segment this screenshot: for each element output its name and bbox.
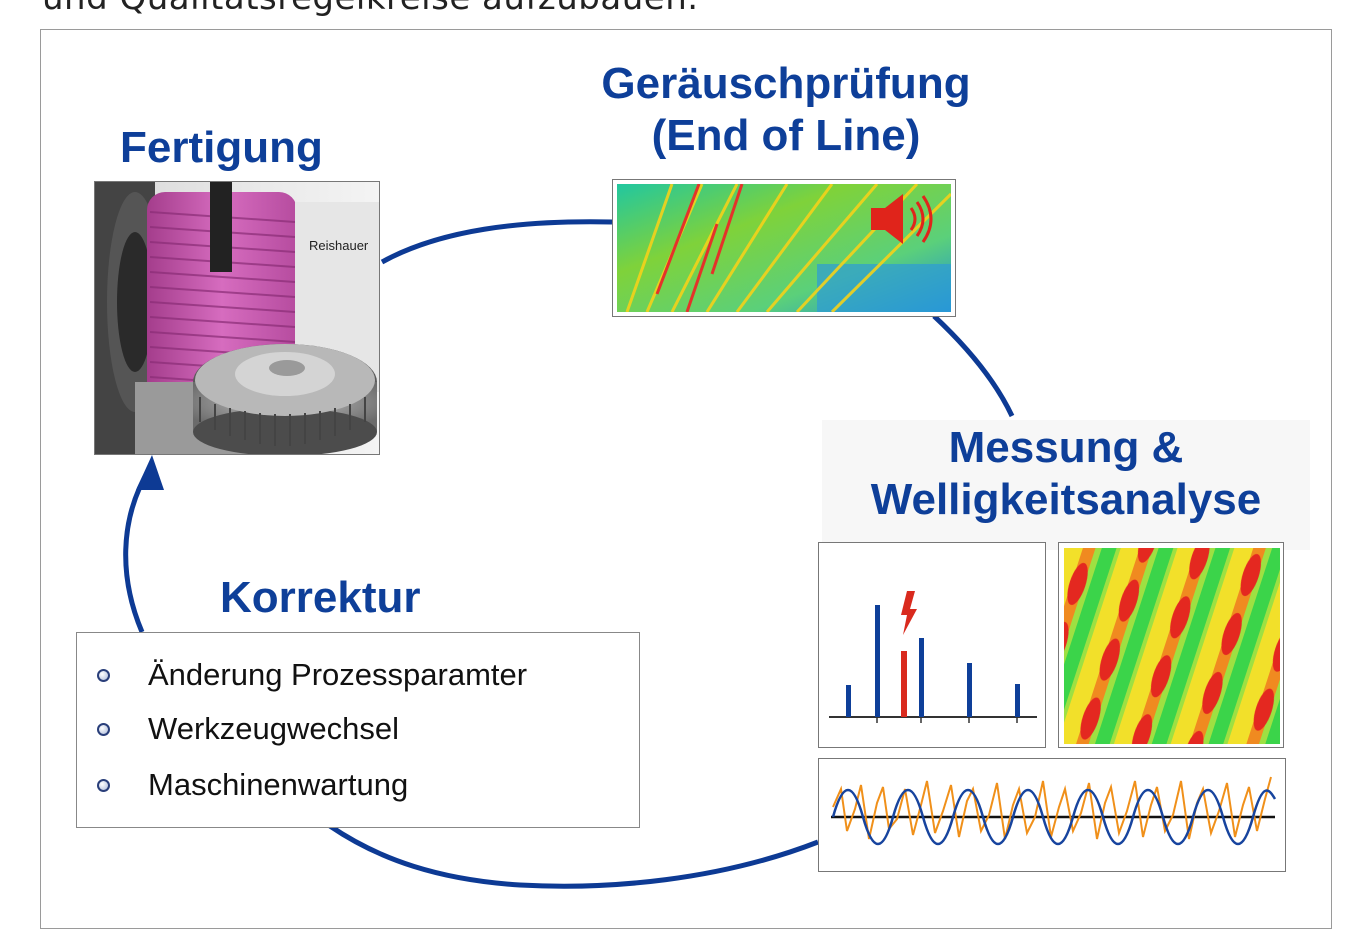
machine-label: Reishauer [309,238,369,253]
pruefung-title-line2: (End of Line) [651,110,921,160]
korrektur-item-1: Änderung Prozessparamter [148,657,528,692]
bullet-icon [97,668,110,682]
bullet-icon [97,778,110,792]
arrow-korrektur-to-fertigung [123,466,153,633]
waviness-heatmap [1058,542,1284,748]
bullet-icon [97,722,110,736]
arrow-messung-to-korrektur [328,823,819,889]
messung-title: Messung & Welligkeitsanalyse [822,422,1310,526]
korrektur-item-3: Maschinenwartung [148,767,409,802]
pruefung-title: Geräuschprüfung (End of Line) [570,58,1002,162]
speaker-icon [871,194,933,244]
list-item: Maschinenwartung [97,767,408,803]
pruefung-title-line1: Geräuschprüfung [601,59,971,108]
messung-title-line2: Welligkeitsanalyse [870,474,1262,524]
messung-title-line1: Messung & [948,423,1184,472]
waviness-signal-chart [818,758,1286,872]
arrow-fertigung-to-pruefung [380,219,613,265]
spectrogram-image [612,179,956,317]
korrektur-box: Änderung Prozessparamter Werkzeugwechsel… [76,632,640,828]
messung-title-bg [822,420,1310,550]
korrektur-item-2: Werkzeugwechsel [148,711,399,746]
cycle-arrows [123,219,1015,889]
list-item: Änderung Prozessparamter [97,657,527,693]
fertigung-image: Reishauer [94,181,380,455]
header-cut-text: und Qualitätsregelkreise aufzubauen. [42,0,699,18]
korrektur-title: Korrektur [220,573,421,622]
order-spectrum-chart [818,542,1046,748]
list-item: Werkzeugwechsel [97,711,399,747]
fertigung-title: Fertigung [120,123,323,172]
arrowhead-up [136,455,164,490]
lightning-icon [901,591,917,635]
arrow-pruefung-to-messung [932,314,1015,418]
